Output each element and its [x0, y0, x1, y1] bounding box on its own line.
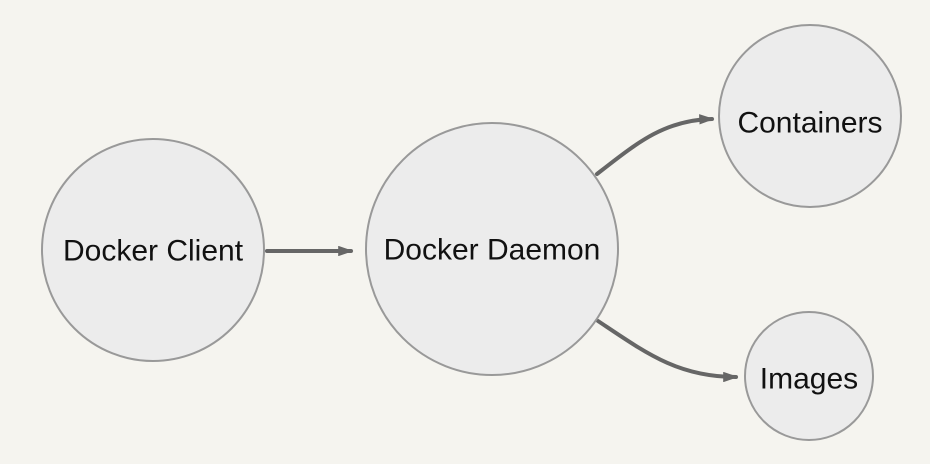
- node-containers: Containers: [718, 24, 902, 208]
- node-images-circle: [744, 311, 874, 441]
- node-docker-daemon-label: Docker Daemon: [384, 234, 601, 267]
- edge-daemon-to-containers: [595, 114, 715, 176]
- node-images: Images: [744, 311, 874, 441]
- node-containers-label: Containers: [737, 107, 882, 140]
- node-docker-client: Docker Client: [41, 138, 265, 362]
- node-docker-client-label: Docker Client: [63, 235, 244, 268]
- edge-daemon-to-images: [596, 319, 739, 383]
- node-containers-circle: [718, 24, 902, 208]
- edges-layer: [265, 114, 739, 383]
- node-images-label: Images: [760, 363, 858, 396]
- node-docker-daemon: Docker Daemon: [365, 122, 619, 376]
- node-docker-daemon-circle: [365, 122, 619, 376]
- node-docker-client-circle: [41, 138, 265, 362]
